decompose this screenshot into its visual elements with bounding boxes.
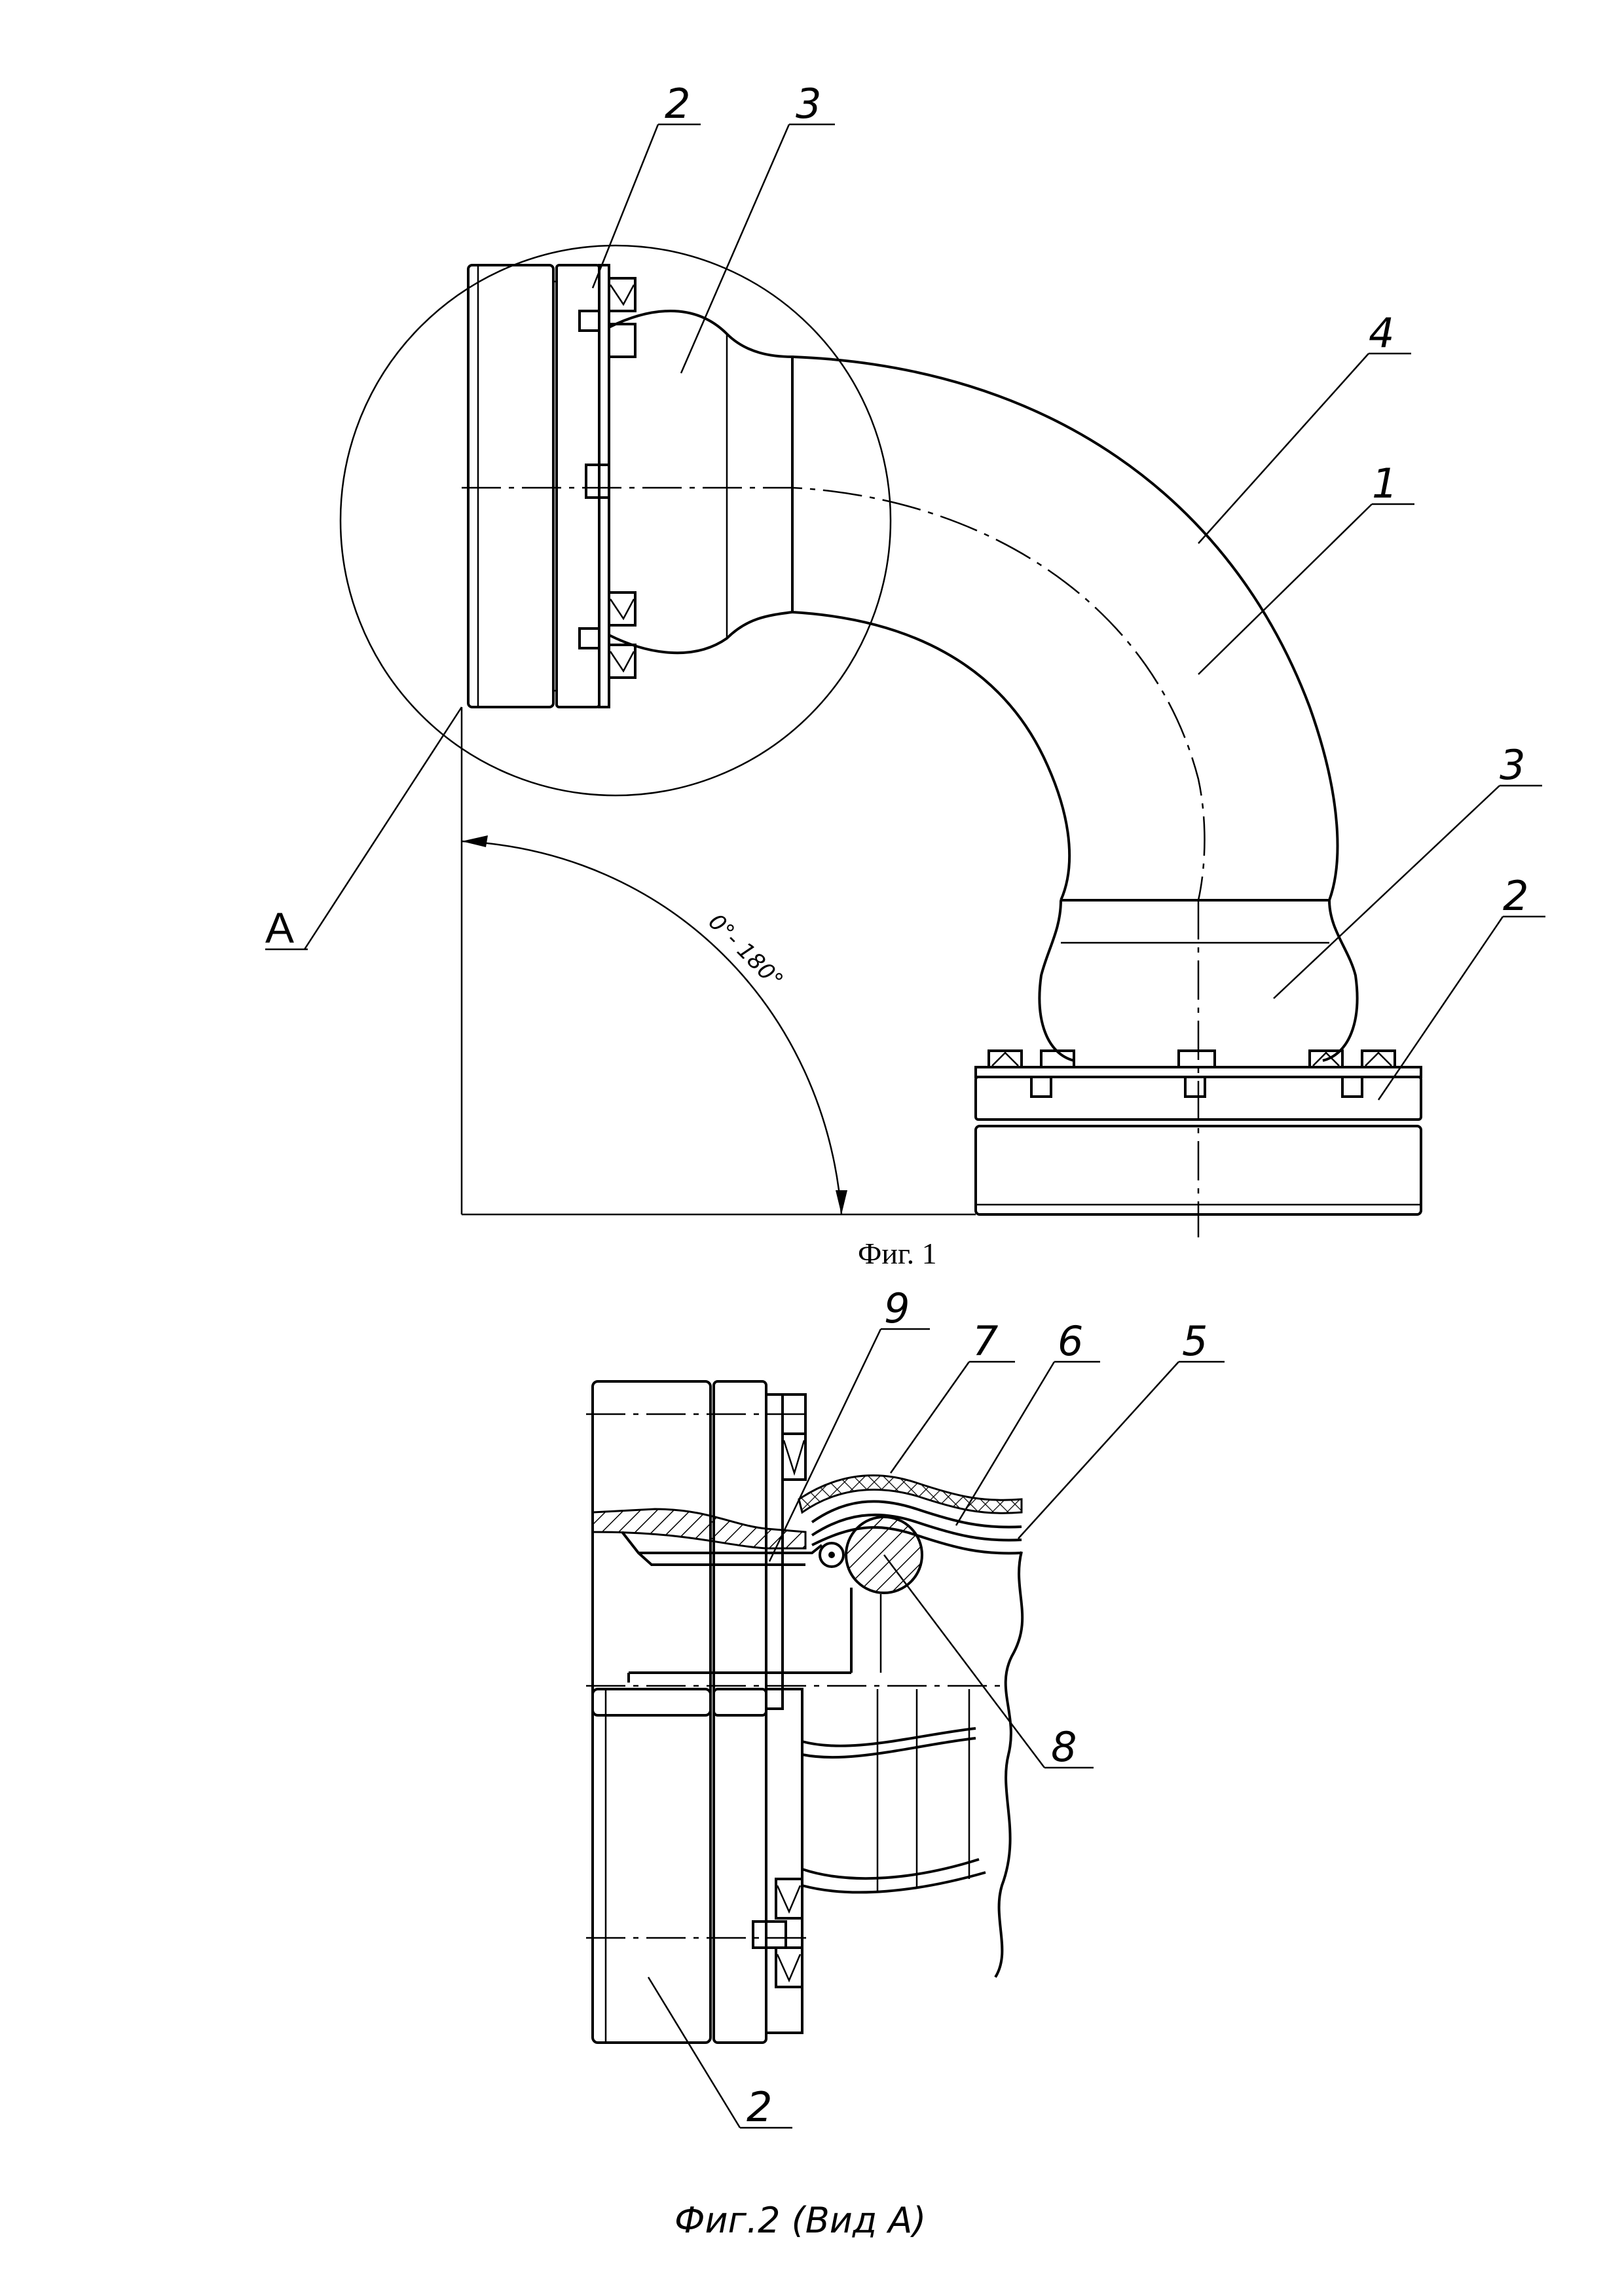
fig2-break-line	[994, 1551, 1024, 1978]
layer-6	[811, 1500, 1022, 1529]
collar-bottom	[1038, 899, 1359, 1062]
view-marker-a: A	[265, 903, 294, 952]
pipe-inner-contour	[792, 611, 1071, 901]
figure-2-caption: Фиг.2 (Вид А)	[674, 2200, 926, 2241]
fig2-collar-lower	[802, 1689, 986, 1894]
callout-3-top: 3	[796, 80, 821, 128]
fig2-callouts: 9 7 6 5 8 2	[647, 1285, 1225, 2131]
fig2-flange-hatch	[591, 1508, 807, 1550]
fig1-callouts: 2 3 4 1 3 2 A	[265, 80, 1545, 1101]
angle-arc	[461, 840, 843, 1215]
angle-arrow-start	[462, 835, 488, 847]
figure-1-caption: Фиг. 1	[858, 1237, 937, 1270]
layer-7-outer	[798, 1474, 1023, 1514]
angle-label: 0°- 180°	[703, 909, 788, 994]
fig2-wall-layers	[798, 1474, 1023, 1555]
figure-1: 0°- 180° 2 3 4 1 3 2 A Фиг. 1	[265, 80, 1545, 1270]
callout-8: 8	[1051, 1723, 1077, 1771]
flange-top-assembly	[467, 264, 637, 708]
fig2-insert-9	[621, 1531, 845, 1568]
layer-5	[811, 1513, 1022, 1542]
figure-2: 9 7 6 5 8 2 Фиг.2 (Вид А)	[586, 1285, 1225, 2241]
pipe-outer-contour	[792, 355, 1339, 901]
callout-6: 6	[1058, 1317, 1083, 1365]
fig2-bore	[586, 1565, 1005, 1687]
callout-5: 5	[1182, 1317, 1208, 1365]
fig2-flange-lower	[586, 1688, 809, 2044]
angle-arrow-end	[836, 1190, 847, 1214]
callout-2-bottom: 2	[1503, 872, 1528, 920]
callout-2-fig2: 2	[747, 2083, 772, 2131]
callout-2-top: 2	[665, 80, 690, 128]
detail-circle-a	[339, 244, 892, 797]
callout-3-bottom: 3	[1500, 741, 1525, 789]
pipe-axis-bend	[462, 486, 1206, 901]
callout-7: 7	[972, 1317, 998, 1365]
bolt-group-top	[578, 277, 637, 679]
callout-9: 9	[884, 1285, 910, 1332]
callout-4: 4	[1369, 309, 1394, 357]
callout-1: 1	[1372, 460, 1397, 507]
